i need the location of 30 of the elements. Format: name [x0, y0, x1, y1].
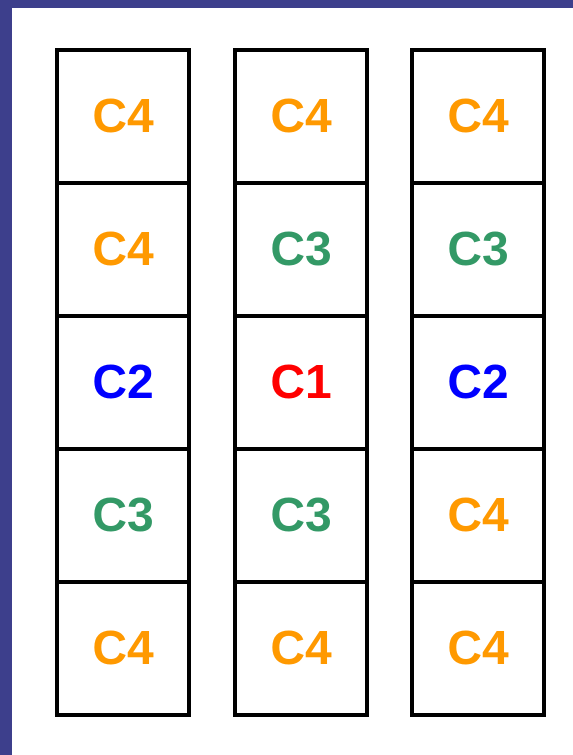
grid-cell — [233, 185, 369, 318]
cell-label: C4 — [447, 621, 509, 676]
grid-cell — [233, 584, 369, 717]
grid-cell — [410, 451, 546, 584]
grid-cell — [55, 318, 191, 451]
cell-label: C3 — [270, 222, 332, 277]
grid-cell — [55, 584, 191, 717]
grid-cell — [55, 451, 191, 584]
cell-label: C1 — [270, 355, 332, 410]
grid-cell — [55, 185, 191, 318]
grid-cell — [233, 451, 369, 584]
cell-label: C2 — [92, 355, 154, 410]
cell-label: C4 — [447, 89, 509, 144]
cell-label: C4 — [270, 89, 332, 144]
cell-label: C4 — [92, 621, 154, 676]
cell-label: C4 — [92, 222, 154, 277]
cell-label: C3 — [92, 488, 154, 543]
cell-label: C4 — [270, 621, 332, 676]
cell-label: C4 — [92, 89, 154, 144]
cell-label: C3 — [270, 488, 332, 543]
cell-label: C4 — [447, 488, 509, 543]
grid-cell — [233, 48, 369, 185]
grid-cell — [55, 48, 191, 185]
grid-cell — [410, 185, 546, 318]
cell-label: C3 — [447, 222, 509, 277]
grid-cell — [410, 318, 546, 451]
grid-cell — [410, 584, 546, 717]
cell-label: C2 — [447, 355, 509, 410]
grid-cell — [233, 318, 369, 451]
grid-cell — [410, 48, 546, 185]
